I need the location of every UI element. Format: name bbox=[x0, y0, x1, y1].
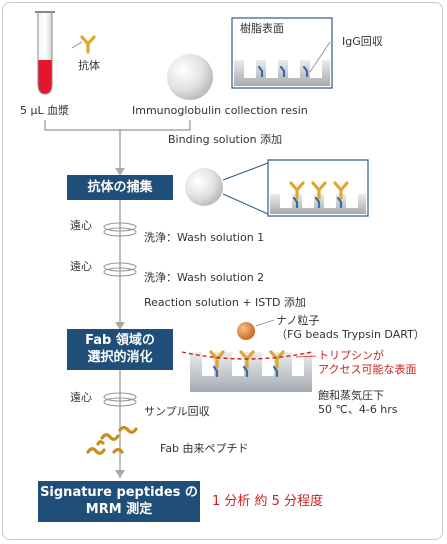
step-antibody-capture: 抗体の捕集 bbox=[67, 175, 173, 200]
centrifuge-label: 遠心 bbox=[70, 219, 92, 232]
sample-collection-label: サンプル回収 bbox=[144, 405, 210, 418]
nanoparticle-label: ナノ粒子 bbox=[276, 314, 320, 327]
peptide-fragments-icon bbox=[86, 425, 138, 455]
plasma-label: 5 μL 血漿 bbox=[20, 104, 70, 117]
analysis-time-label: 1 分析 約 5 分程度 bbox=[212, 494, 324, 509]
diagram-frame bbox=[2, 2, 443, 540]
centrifuge-label: 遠心 bbox=[70, 260, 92, 273]
resin-surface-panel bbox=[231, 17, 333, 89]
nanoparticle-name: （FG beads Trypsin DART） bbox=[276, 328, 425, 341]
trypsin-access-label: トリプシンが bbox=[318, 349, 384, 362]
binding-label: Binding solution 添加 bbox=[168, 133, 283, 146]
wash-2-label: 洗浄：Wash solution 2 bbox=[144, 271, 265, 284]
resin-bead-icon bbox=[185, 168, 223, 206]
resin-bead-icon bbox=[167, 54, 213, 100]
igg-label: IgG回収 bbox=[342, 35, 383, 48]
blood-tube-icon bbox=[35, 11, 55, 95]
reaction-label: Reaction solution + ISTD 添加 bbox=[144, 296, 306, 309]
step-fab-digestion: Fab 領域の 選択的消化 bbox=[67, 329, 173, 370]
centrifuge-label: 遠心 bbox=[70, 391, 92, 404]
antibody-label: 抗体 bbox=[78, 59, 100, 72]
antibody-icon bbox=[80, 35, 96, 54]
step-mrm-measurement: Signature peptides の MRM 測定 bbox=[38, 481, 200, 522]
captured-antibody-panel bbox=[267, 159, 369, 217]
wash-1-label: 洗浄：Wash solution 1 bbox=[144, 231, 265, 244]
flow-arrowhead bbox=[115, 168, 125, 176]
fab-peptide-label: Fab 由来ペプチド bbox=[160, 442, 249, 455]
step-mrm-line2: MRM 測定 bbox=[85, 502, 153, 517]
temperature-time-label: 50 ℃、4-6 hrs bbox=[318, 403, 398, 416]
step-fab-digestion-line2: 選択的消化 bbox=[87, 350, 153, 365]
step-antibody-capture-label: 抗体の捕集 bbox=[87, 180, 153, 195]
digestion-surface bbox=[181, 350, 313, 392]
trypsin-access-surface-label: アクセス可能な表面 bbox=[318, 363, 417, 376]
trypsin-nanoparticle-icon bbox=[237, 322, 255, 340]
resin-label: Immunoglobulin collection resin bbox=[132, 104, 308, 117]
flow-arrowhead bbox=[115, 322, 125, 330]
flow-arrowhead bbox=[115, 470, 125, 478]
resin-surface-label: 樹脂表面 bbox=[240, 22, 284, 35]
step-fab-digestion-line1: Fab 領域の bbox=[85, 333, 155, 348]
step-mrm-line1: Signature peptides の bbox=[40, 485, 198, 500]
vapor-condition-label: 飽和蒸気圧下 bbox=[318, 389, 384, 402]
